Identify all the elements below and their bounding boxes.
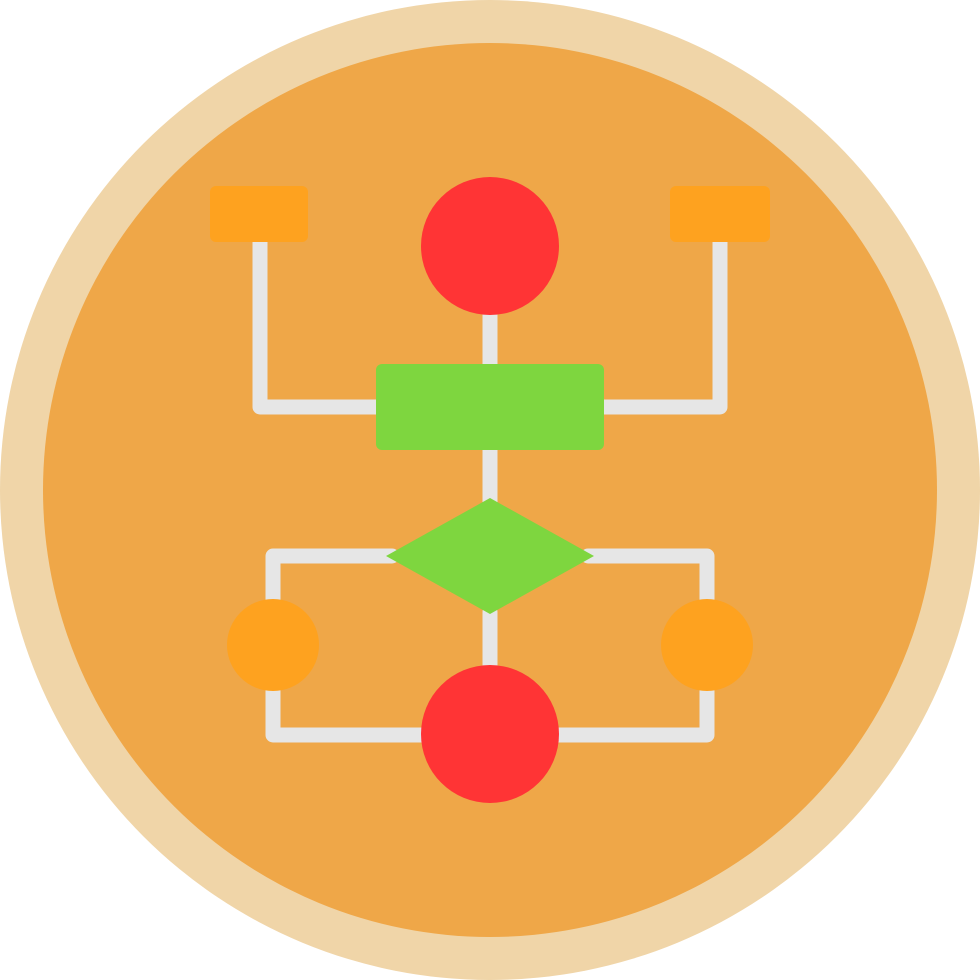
connector-left-elbow: [252, 230, 388, 415]
right-node: [661, 599, 753, 691]
decision-diamond: [386, 498, 594, 614]
start-node: [421, 177, 559, 315]
connector-right-elbow: [592, 230, 728, 415]
top-left-box: [210, 186, 308, 242]
top-right-box: [670, 186, 770, 242]
left-node: [227, 599, 319, 691]
process-box: [376, 364, 604, 450]
end-node: [421, 665, 559, 803]
